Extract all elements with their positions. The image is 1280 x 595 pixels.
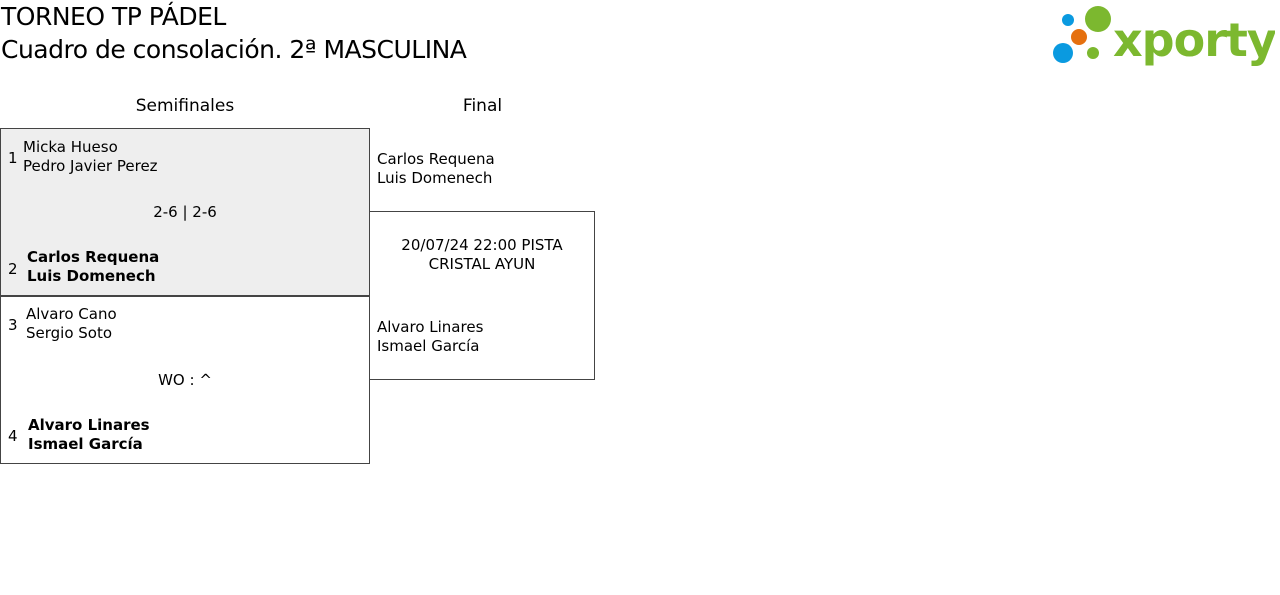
player-name: Luis Domenech xyxy=(377,169,493,187)
semifinal-match-2[interactable]: 3 Alvaro Cano Sergio Soto WO : ^ 4 Alvar… xyxy=(0,295,370,464)
round-header-semifinals: Semifinales xyxy=(135,96,235,116)
page-subtitle: Cuadro de consolación. 2ª MASCULINA xyxy=(1,35,467,64)
player-name: Micka Hueso xyxy=(23,138,118,156)
player-name: Carlos Requena xyxy=(377,150,495,168)
svg-text:xporty: xporty xyxy=(1113,13,1275,67)
team-winner: Carlos Requena Luis Domenech xyxy=(27,248,159,286)
player-name: Ismael García xyxy=(28,435,143,453)
final-team-1: Carlos Requena Luis Domenech xyxy=(377,150,495,188)
xporty-logo: xporty xyxy=(1050,4,1278,68)
seed: 3 xyxy=(8,316,18,334)
team: Micka Hueso Pedro Javier Perez xyxy=(23,138,158,176)
seed: 2 xyxy=(8,260,18,278)
player-name: Carlos Requena xyxy=(27,248,160,266)
page-title: TORNEO TP PÁDEL xyxy=(1,2,226,31)
match-score: WO : ^ xyxy=(158,371,212,389)
player-name: Alvaro Cano xyxy=(26,305,117,323)
semifinal-match-1[interactable]: 1 Micka Hueso Pedro Javier Perez 2-6 | 2… xyxy=(0,128,370,297)
player-name: Luis Domenech xyxy=(27,267,156,285)
match-schedule: 20/07/24 22:00 PISTA CRISTAL AYUN xyxy=(401,236,563,273)
team-winner: Alvaro Linares Ismael García xyxy=(28,416,150,454)
round-header-final: Final xyxy=(462,96,503,116)
player-name: Alvaro Linares xyxy=(377,318,484,336)
final-match[interactable]: 20/07/24 22:00 PISTA CRISTAL AYUN xyxy=(369,211,595,380)
player-name: Sergio Soto xyxy=(26,324,113,342)
player-name: Pedro Javier Perez xyxy=(23,157,158,175)
seed: 4 xyxy=(8,427,18,445)
logo-icon: xporty xyxy=(1053,6,1278,67)
match-score: 2-6 | 2-6 xyxy=(153,203,217,221)
seed: 1 xyxy=(8,149,18,167)
final-team-2: Alvaro Linares Ismael García xyxy=(377,318,483,356)
player-name: Ismael García xyxy=(377,337,480,355)
team: Alvaro Cano Sergio Soto xyxy=(26,305,117,343)
player-name: Alvaro Linares xyxy=(28,416,150,434)
